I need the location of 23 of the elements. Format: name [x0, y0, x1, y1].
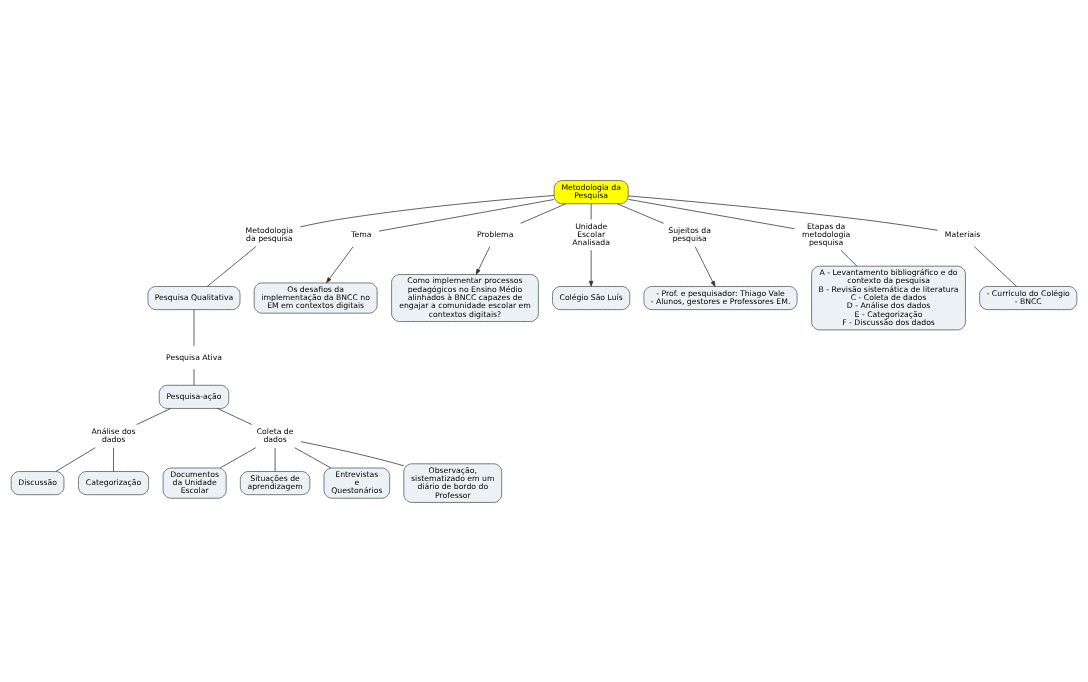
connector — [520, 202, 567, 224]
connector — [378, 198, 555, 231]
arrow — [694, 245, 716, 287]
connector — [113, 446, 114, 472]
connector — [219, 446, 257, 468]
connector — [294, 446, 332, 468]
connector — [206, 245, 257, 287]
connector — [840, 249, 858, 266]
connector — [299, 194, 555, 227]
connector — [616, 202, 664, 224]
connector — [300, 440, 405, 466]
connector — [628, 195, 939, 231]
connector — [590, 203, 592, 220]
connector — [193, 308, 195, 346]
arrow — [326, 245, 354, 283]
connector — [136, 407, 172, 425]
connector — [217, 407, 253, 425]
connector — [628, 198, 795, 229]
arrow — [588, 249, 594, 287]
connector — [55, 446, 96, 472]
connector — [274, 446, 276, 472]
connector — [973, 245, 1017, 287]
arrow — [475, 245, 491, 275]
